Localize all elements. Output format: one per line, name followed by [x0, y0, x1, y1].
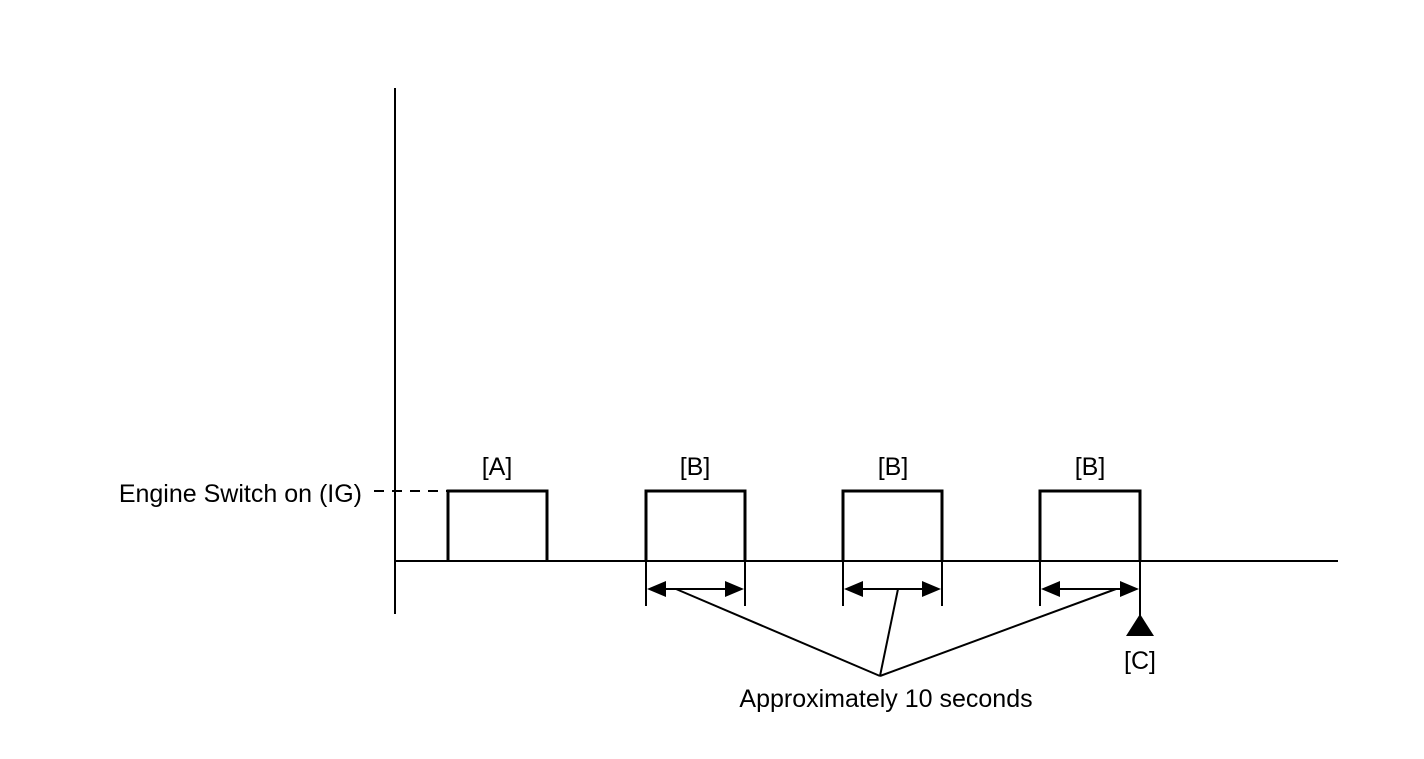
pulse-b-3-label: [B]: [1075, 453, 1106, 481]
dimension-arrow-1: [647, 581, 744, 597]
leader-line-3: [879, 588, 1117, 677]
level-label: Engine Switch on (IG): [119, 480, 362, 508]
pulse-b-1-label: [B]: [680, 453, 711, 481]
marker-c-label: [C]: [1124, 647, 1156, 675]
interval-label: Approximately 10 seconds: [739, 685, 1032, 713]
pulse-b-1: [644, 489, 747, 561]
leader-line-2: [879, 588, 899, 677]
dimension-arrow-2: [844, 581, 941, 597]
pulse-b-2: [841, 489, 944, 561]
pulse-a: [446, 489, 549, 561]
pulse-b-3: [1038, 489, 1142, 561]
pulse-a-label: [A]: [482, 453, 513, 481]
leader-line-1: [675, 588, 881, 677]
marker-c-triangle-icon: [1126, 614, 1154, 636]
dimension-arrow-3: [1041, 581, 1139, 597]
pulse-b-2-label: [B]: [878, 453, 909, 481]
